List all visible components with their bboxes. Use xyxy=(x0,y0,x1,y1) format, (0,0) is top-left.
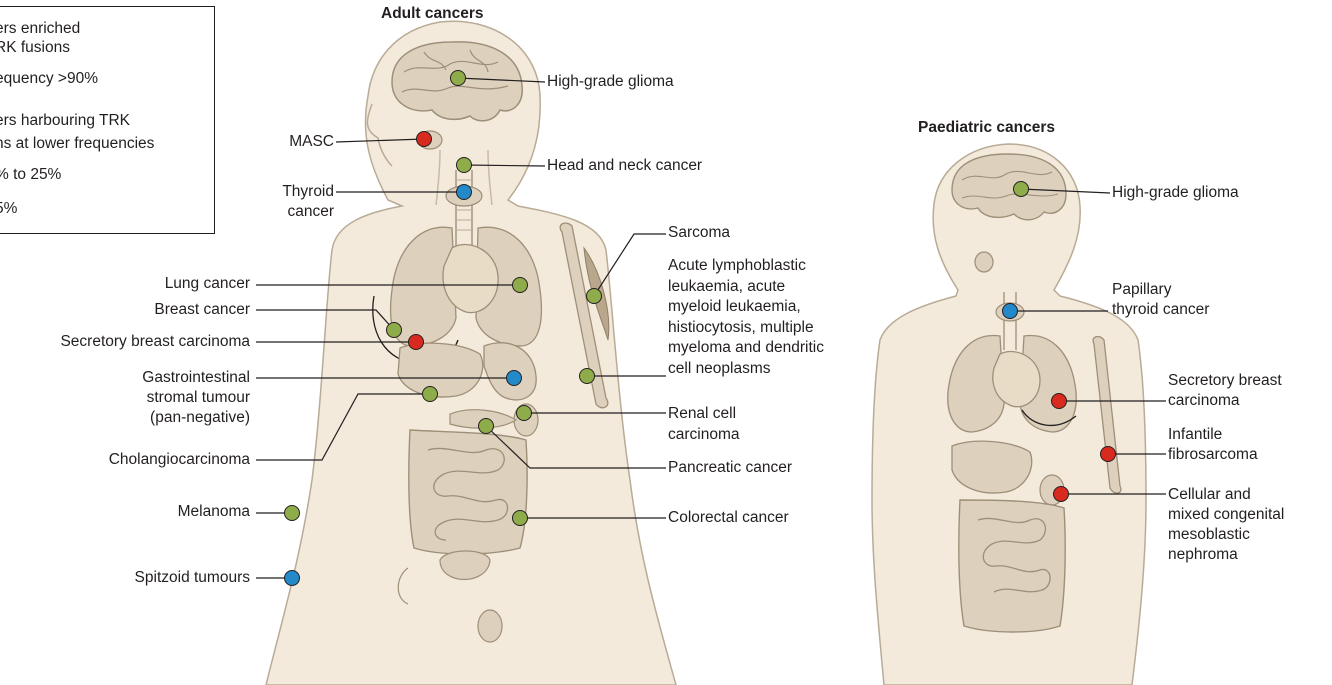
label-adult-cholangio: Cholangiocarcinoma xyxy=(109,450,250,469)
label-adult-colorectal: Colorectal cancer xyxy=(668,508,789,527)
label-adult-gist-line2: stromal tumour xyxy=(147,389,250,406)
marker-adult-secretory xyxy=(409,335,424,350)
marker-paed-secretory xyxy=(1052,394,1067,409)
label-adult-pancreatic: Pancreatic cancer xyxy=(668,458,792,477)
label-adult-masc: MASC xyxy=(289,132,334,151)
label-adult-sarcoma: Sarcoma xyxy=(668,223,730,242)
label-paed-papillary-line1: Papillary xyxy=(1112,281,1171,298)
marker-adult-colorectal xyxy=(513,511,528,526)
paediatric-colon xyxy=(959,500,1065,632)
marker-paed-papillary xyxy=(1003,304,1018,319)
label-adult-renal-line1: Renal cell xyxy=(668,405,736,422)
marker-adult-head-neck xyxy=(457,158,472,173)
label-adult-heme-line6: cell neoplasms xyxy=(668,360,771,377)
label-paed-cmn-line4: nephroma xyxy=(1168,546,1238,563)
marker-adult-masc xyxy=(417,132,432,147)
paediatric-liver xyxy=(952,441,1032,493)
label-adult-heme-line3: myeloid leukaemia, xyxy=(668,298,801,315)
adult-title: Adult cancers xyxy=(381,5,484,23)
label-paed-secretory-line2: carcinoma xyxy=(1168,392,1240,409)
label-adult-head-neck: Head and neck cancer xyxy=(547,156,702,175)
label-adult-renal-line2: carcinoma xyxy=(668,426,740,443)
label-adult-breast: Breast cancer xyxy=(154,300,250,319)
paediatric-title: Paediatric cancers xyxy=(918,119,1055,137)
marker-adult-breast xyxy=(387,323,402,338)
label-adult-heme-line2: leukaemia, acute xyxy=(668,278,785,295)
label-adult-secretory: Secretory breast carcinoma xyxy=(60,332,250,351)
adult-testis xyxy=(478,610,502,642)
label-paed-cmn-line1: Cellular and xyxy=(1168,486,1251,503)
label-paed-cmn-line2: mixed congenital xyxy=(1168,506,1284,523)
marker-adult-thyroid xyxy=(457,185,472,200)
marker-adult-heme xyxy=(580,369,595,384)
label-paed-infantile-line2: fibrosarcoma xyxy=(1168,446,1258,463)
label-adult-thyroid: Thyroid cancer xyxy=(282,182,334,222)
label-adult-heme: Acute lymphoblastic leukaemia, acute mye… xyxy=(668,256,824,379)
label-paed-infantile-line1: Infantile xyxy=(1168,426,1222,443)
label-paed-hgg: High-grade glioma xyxy=(1112,183,1239,202)
paediatric-figure xyxy=(872,144,1146,685)
marker-adult-renal xyxy=(517,406,532,421)
marker-adult-gist xyxy=(507,371,522,386)
marker-adult-spitzoid xyxy=(285,571,300,586)
adult-figure xyxy=(266,21,676,685)
label-adult-heme-line5: myeloma and dendritic xyxy=(668,339,824,356)
label-paed-secretory-line1: Secretory breast xyxy=(1168,372,1282,389)
label-paed-cmn: Cellular and mixed congenital mesoblasti… xyxy=(1168,485,1284,565)
marker-adult-hgg xyxy=(451,71,466,86)
label-adult-gist-line1: Gastrointestinal xyxy=(142,369,250,386)
legend-text-line5: ns at lower frequencies xyxy=(0,134,154,154)
marker-adult-pancreatic xyxy=(479,419,494,434)
marker-adult-lung xyxy=(513,278,528,293)
legend-text-high: equency >90% xyxy=(0,69,98,89)
label-adult-thyroid-line1: Thyroid xyxy=(282,183,334,200)
label-adult-renal: Renal cell carcinoma xyxy=(668,403,740,445)
legend-box: ers enriched RK fusions equency >90% ers… xyxy=(0,6,215,234)
label-adult-heme-line1: Acute lymphoblastic xyxy=(668,257,806,274)
legend-text-mid: % to 25% xyxy=(0,165,61,185)
legend-text-line4: ers harbouring TRK xyxy=(0,111,130,131)
label-adult-gist-line3: (pan-negative) xyxy=(150,409,250,426)
marker-paed-cmn xyxy=(1054,487,1069,502)
label-paed-papillary: Papillary thyroid cancer xyxy=(1112,280,1209,320)
label-adult-heme-line4: histiocytosis, multiple xyxy=(668,319,814,336)
label-paed-cmn-line3: mesoblastic xyxy=(1168,526,1250,543)
marker-adult-sarcoma xyxy=(587,289,602,304)
label-paed-secretory: Secretory breast carcinoma xyxy=(1168,371,1282,411)
paediatric-salivary-gland xyxy=(975,252,993,272)
label-adult-thyroid-line2: cancer xyxy=(287,203,334,220)
label-adult-lung: Lung cancer xyxy=(165,274,250,293)
marker-adult-cholangio xyxy=(423,387,438,402)
marker-paed-infantile xyxy=(1101,447,1116,462)
marker-adult-melanoma xyxy=(285,506,300,521)
legend-text-line2: RK fusions xyxy=(0,38,70,58)
adult-liver xyxy=(398,343,483,397)
label-adult-hgg: High-grade glioma xyxy=(547,72,674,91)
label-paed-papillary-line2: thyroid cancer xyxy=(1112,301,1209,318)
legend-text-low: 5% xyxy=(0,199,17,219)
label-adult-spitzoid: Spitzoid tumours xyxy=(135,568,250,587)
marker-paed-hgg xyxy=(1014,182,1029,197)
label-paed-infantile: Infantile fibrosarcoma xyxy=(1168,425,1258,465)
label-adult-gist: Gastrointestinal stromal tumour (pan-neg… xyxy=(142,368,250,428)
legend-text-line1: ers enriched xyxy=(0,19,80,39)
label-adult-melanoma: Melanoma xyxy=(178,502,250,521)
